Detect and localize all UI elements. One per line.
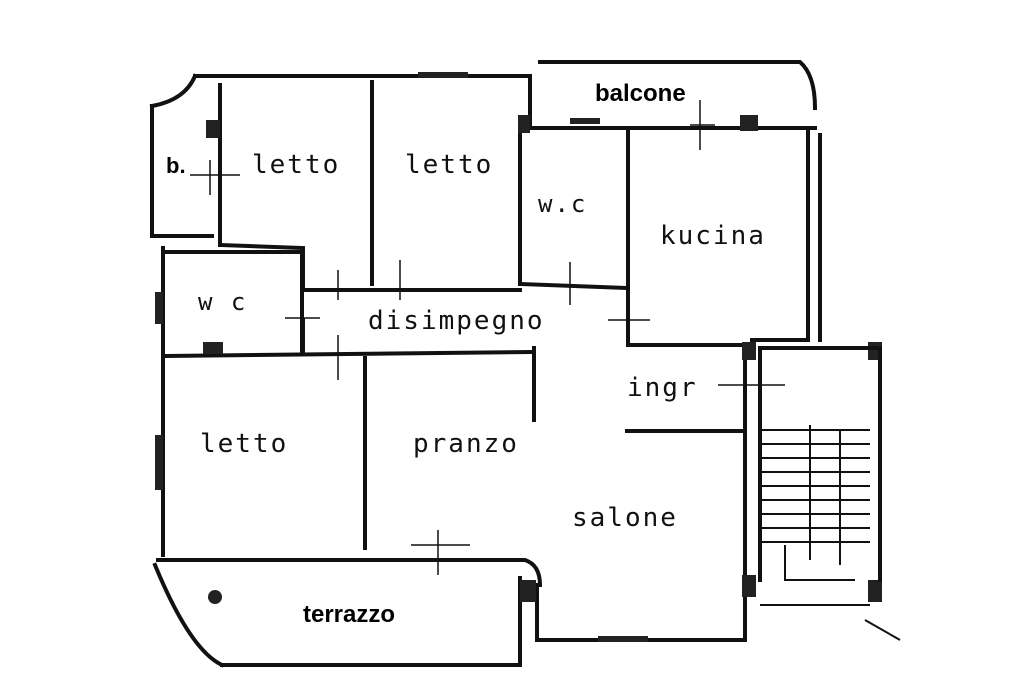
label-balcone: balcone — [595, 80, 686, 107]
label-disimpegno: disimpegno — [368, 306, 545, 336]
label-wc-2: w c — [198, 288, 247, 316]
label-letto-1: letto — [252, 150, 340, 180]
label-ingr: ingr — [627, 373, 698, 403]
label-kucina: kucina — [660, 221, 766, 251]
label-b: b. — [166, 153, 186, 178]
label-wc-1: w.c — [538, 190, 587, 218]
room-labels: balcone b. letto letto w.c kucina w c di… — [166, 80, 766, 628]
label-salone: salone — [572, 503, 678, 533]
interior-walls — [163, 80, 747, 550]
label-letto-2: letto — [405, 150, 493, 180]
staircase — [758, 346, 901, 641]
label-pranzo: pranzo — [413, 429, 519, 459]
outer-walls — [149, 60, 822, 668]
door-marks — [190, 100, 785, 575]
label-letto-3: letto — [200, 429, 288, 459]
label-terrazzo: terrazzo — [303, 601, 395, 628]
